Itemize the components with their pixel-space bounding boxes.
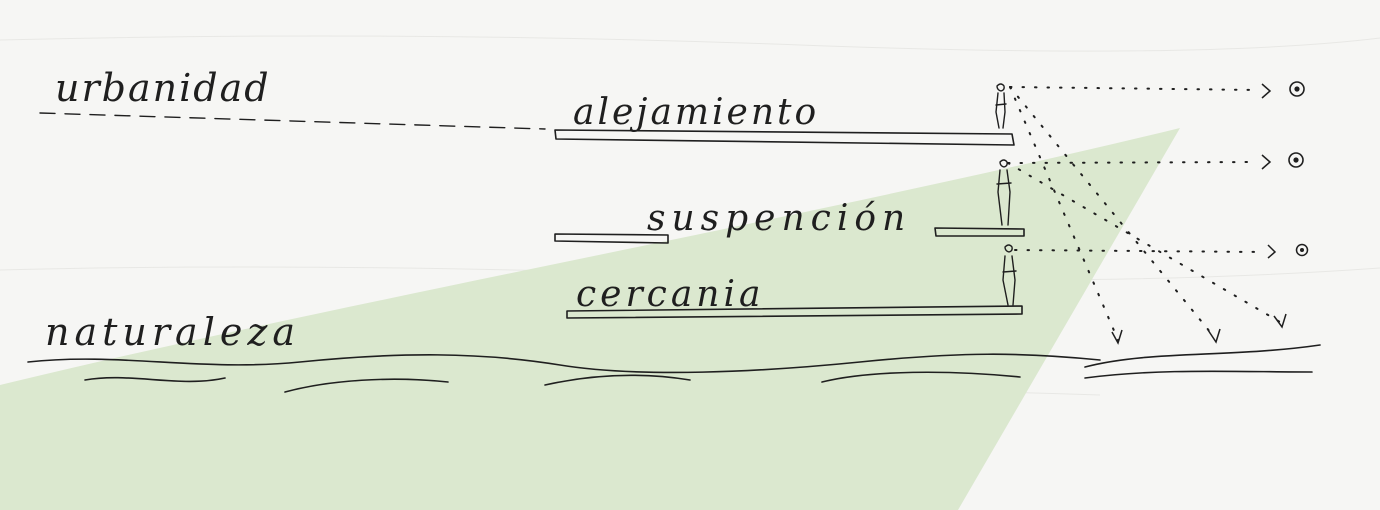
label-cercania: cercania xyxy=(576,274,764,315)
label-naturaleza: naturaleza xyxy=(45,310,300,354)
eye-icon xyxy=(1288,152,1304,168)
label-urbanidad: urbanidad xyxy=(55,66,271,110)
urbanidad-dashed-line xyxy=(39,112,546,130)
suspension-platform-left xyxy=(554,233,669,244)
eye-icon xyxy=(1295,243,1309,257)
sight-arrowheads xyxy=(1111,83,1287,345)
label-alejamiento: alejamiento xyxy=(573,92,819,133)
cercania-platform xyxy=(566,305,1023,319)
person-figure xyxy=(996,159,1012,226)
view-wedge xyxy=(0,128,1180,510)
suspension-platform-right xyxy=(934,227,1025,237)
water-waves xyxy=(27,344,1321,393)
label-suspension: suspención xyxy=(647,198,911,239)
person-figure xyxy=(995,83,1007,129)
sight-lines xyxy=(1007,86,1281,341)
person-figure xyxy=(1002,244,1017,306)
eye-icon xyxy=(1289,81,1305,97)
alejamiento-platform xyxy=(554,129,1015,146)
